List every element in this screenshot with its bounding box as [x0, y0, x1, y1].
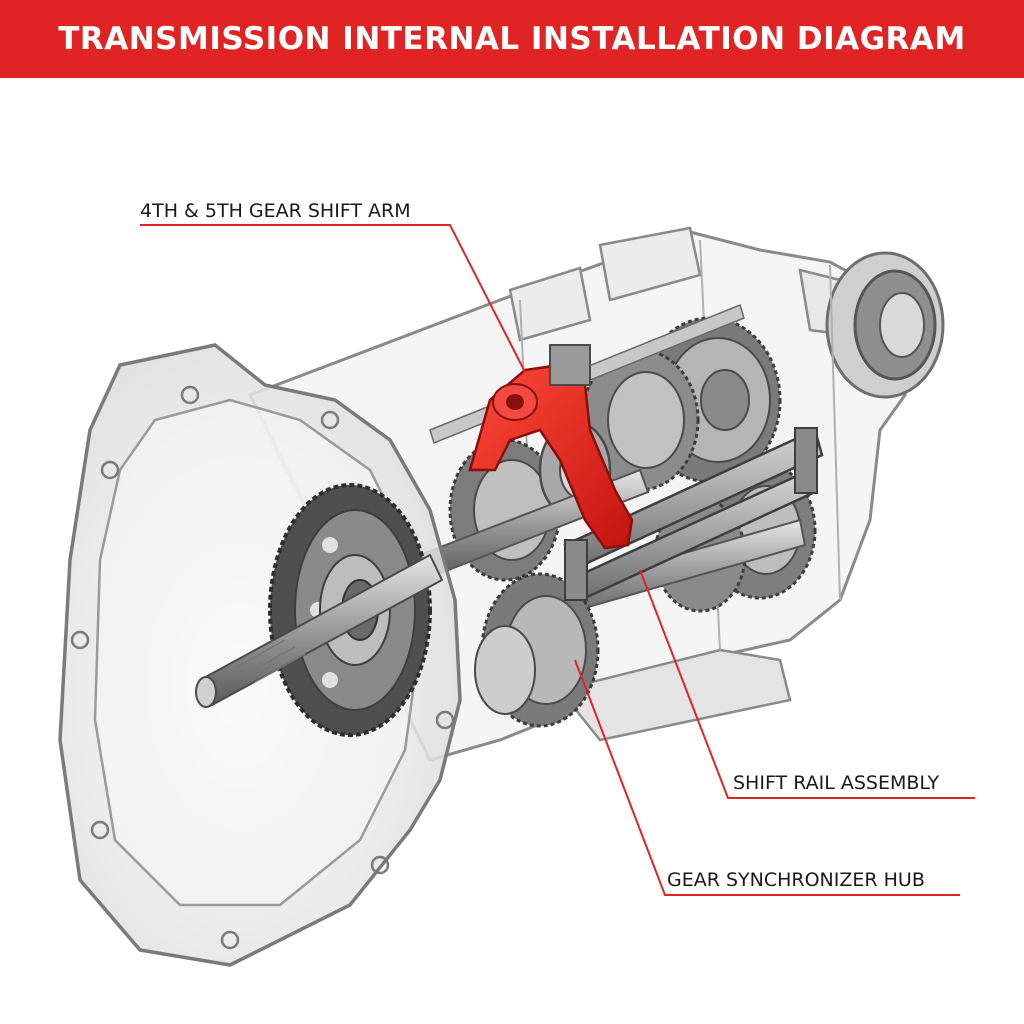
shift-arm-part [468, 344, 634, 550]
title-banner: TRANSMISSION INTERNAL INSTALLATION DIAGR… [0, 0, 1024, 78]
callout-shift-arm: 4TH & 5TH GEAR SHIFT ARM [140, 200, 411, 222]
callout-shift-rail: SHIFT RAIL ASSEMBLY [733, 772, 940, 794]
input-shaft [195, 553, 444, 708]
leader-line-shift-rail [639, 569, 975, 799]
leader-line-sync-hub [574, 659, 960, 896]
callout-sync-hub: GEAR SYNCHRONIZER HUB [667, 869, 925, 891]
leader-line-shift-arm [140, 224, 526, 373]
leader-lines [140, 224, 975, 896]
diagram-title: TRANSMISSION INTERNAL INSTALLATION DIAGR… [58, 21, 966, 57]
